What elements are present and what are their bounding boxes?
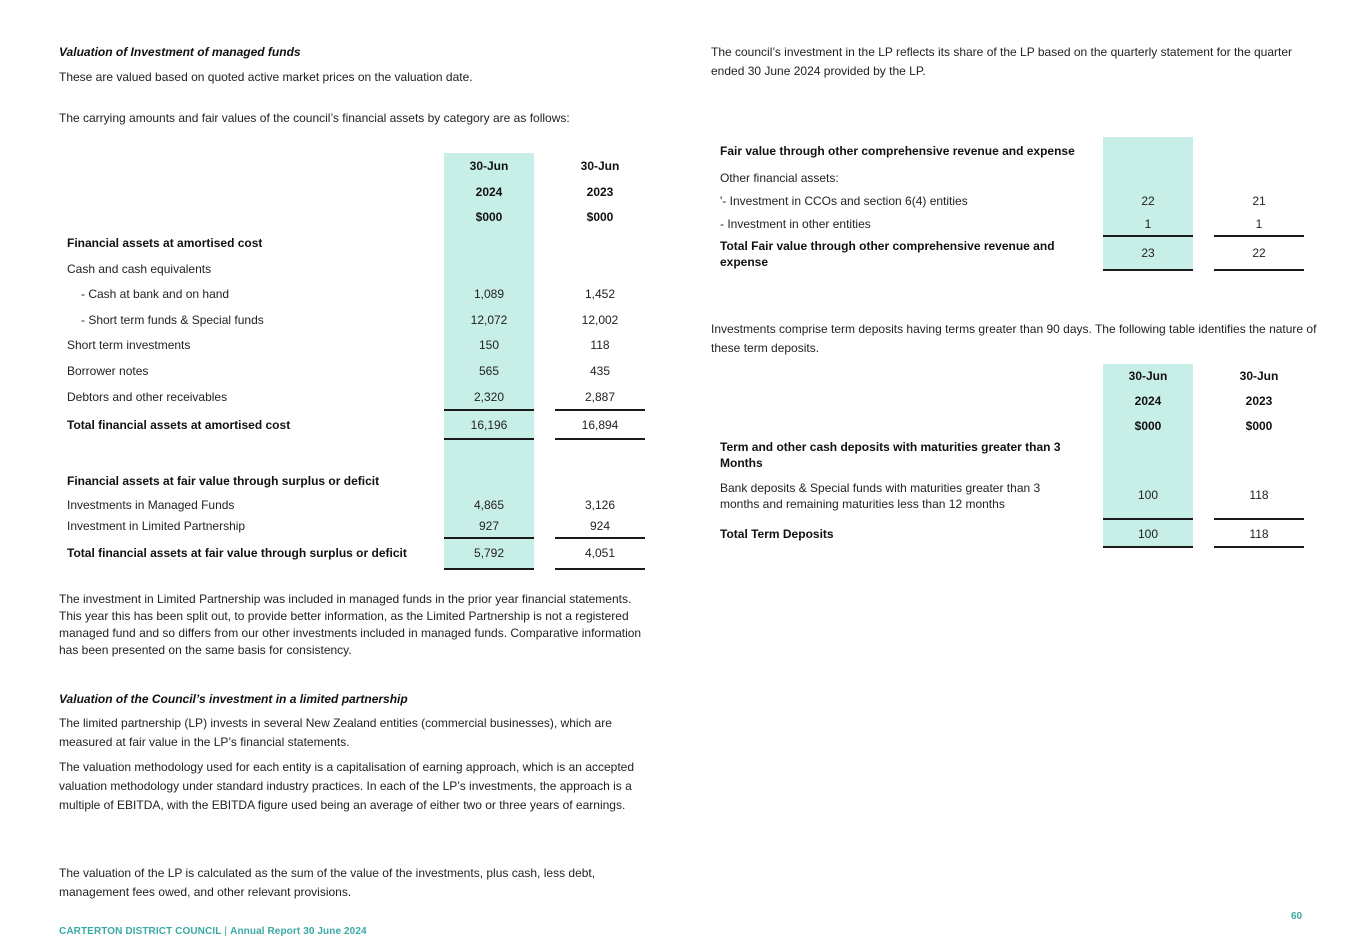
total-row-label: Total Fair value through other comprehen… <box>720 239 1055 269</box>
header-2023-year: 2023 <box>586 185 614 199</box>
subtotal-rule <box>1103 518 1193 520</box>
paragraph-lp-valuation-calc: The valuation of the LP is calculated as… <box>59 866 596 899</box>
header-2024-date: 30-Jun <box>1128 369 1168 383</box>
total-row-label: Total financial assets at fair value thr… <box>67 546 407 560</box>
header-2024-unit: $000 <box>1134 419 1162 433</box>
paragraph-carrying-amounts: The carrying amounts and fair values of … <box>59 111 570 125</box>
table-cell-2023: 21 <box>1252 194 1266 208</box>
total-cell-2024: 16,196 <box>470 418 508 432</box>
section-title-fvoci: Fair value through other comprehensive r… <box>720 144 1075 158</box>
total-rule <box>1214 269 1304 271</box>
table-cell-2024: 1,089 <box>473 287 505 301</box>
paragraph-term-deposits: Investments comprise term deposits havin… <box>711 322 1317 355</box>
section-title-fair-value-surplus: Financial assets at fair value through s… <box>67 474 380 488</box>
header-2024-unit: $000 <box>475 210 503 224</box>
total-cell-2024: 100 <box>1137 527 1159 541</box>
section-title-term-deposits: Term and other cash deposits with maturi… <box>720 440 1061 470</box>
table-cell-2023: 435 <box>589 364 611 378</box>
table-cell-2024: 2,320 <box>473 390 505 404</box>
table-cell-2024: 22 <box>1141 194 1155 208</box>
table-cell-2023: 3,126 <box>584 498 616 512</box>
header-2023-date: 30-Jun <box>1239 369 1279 383</box>
subtotal-rule <box>555 409 645 411</box>
paragraph-limited-partnership-split: The investment in Limited Partnership wa… <box>59 592 642 657</box>
table-row-label: Investment in Limited Partnership <box>67 519 246 533</box>
total-cell-2024: 23 <box>1141 246 1155 260</box>
table-cell-2023: 1,452 <box>584 287 616 301</box>
total-rule <box>444 438 534 440</box>
table-row-label: Cash and cash equivalents <box>67 262 212 276</box>
table-cell-2024: 12,072 <box>470 313 508 327</box>
header-2024-year: 2024 <box>475 185 503 199</box>
header-2024-date: 30-Jun <box>469 159 509 173</box>
table-cell-2024: 565 <box>478 364 500 378</box>
section-heading-managed-funds: Valuation of Investment of managed funds <box>59 45 301 59</box>
subtitle-other-financial-assets: Other financial assets: <box>720 171 839 185</box>
subtotal-rule <box>444 537 534 539</box>
footer-org-name: CARTERTON DISTRICT COUNCIL <box>59 926 222 937</box>
table-row-label: Borrower notes <box>67 364 149 378</box>
total-rule <box>555 568 645 570</box>
total-cell-2023: 22 <box>1252 246 1266 260</box>
header-2023-year: 2023 <box>1245 394 1273 408</box>
table-row-label: '- Investment in CCOs and section 6(4) e… <box>720 194 968 208</box>
table-row-label: - Cash at bank and on hand <box>81 287 230 301</box>
total-rule <box>1103 546 1193 548</box>
table-row-label: Short term investments <box>67 338 191 352</box>
section-heading-limited-partnership: Valuation of the Council’s investment in… <box>59 692 408 706</box>
header-2023-unit: $000 <box>586 210 614 224</box>
table-cell-2024: 1 <box>1144 217 1152 231</box>
subtotal-rule <box>555 537 645 539</box>
table-row-label: - Short term funds & Special funds <box>81 313 264 327</box>
page-number: 60 <box>1291 911 1303 922</box>
column-2024-shading <box>1103 364 1193 547</box>
table-cell-2023: 12,002 <box>581 313 619 327</box>
column-2024-shading <box>1103 137 1193 271</box>
total-rule <box>1214 546 1304 548</box>
total-rule <box>1103 269 1193 271</box>
total-cell-2024: 5,792 <box>473 546 505 560</box>
paragraph-valuation-methodology: The valuation methodology used for each … <box>59 760 635 812</box>
total-cell-2023: 4,051 <box>584 546 616 560</box>
paragraph-valuation-basis: These are valued based on quoted active … <box>59 70 473 84</box>
total-row-label: Total Term Deposits <box>720 527 834 541</box>
table-row-label: Bank deposits & Special funds with matur… <box>720 481 1041 511</box>
table-cell-2024: 100 <box>1137 488 1159 502</box>
total-cell-2023: 16,894 <box>581 418 619 432</box>
page-footer: CARTERTON DISTRICT COUNCIL|Annual Report… <box>59 926 367 937</box>
total-cell-2023: 118 <box>1249 527 1269 541</box>
column-2024-shading <box>444 153 534 570</box>
table-cell-2024: 150 <box>478 338 500 352</box>
total-rule <box>555 438 645 440</box>
footer-separator: | <box>224 926 228 937</box>
footer-report-title: Annual Report 30 June 2024 <box>230 926 367 937</box>
table-row-label: Investments in Managed Funds <box>67 498 235 512</box>
subtotal-rule <box>444 409 534 411</box>
paragraph-lp-invests: The limited partnership (LP) invests in … <box>59 716 612 749</box>
table-cell-2023: 1 <box>1255 217 1263 231</box>
table-cell-2023: 118 <box>590 338 610 352</box>
section-title-amortised-cost: Financial assets at amortised cost <box>67 236 263 250</box>
header-2024-year: 2024 <box>1134 394 1162 408</box>
table-row-label: - Investment in other entities <box>720 217 871 231</box>
table-cell-2023: 118 <box>1249 488 1269 502</box>
total-rule <box>444 568 534 570</box>
table-cell-2023: 924 <box>589 519 611 533</box>
table-cell-2023: 2,887 <box>584 390 616 404</box>
table-cell-2024: 4,865 <box>473 498 505 512</box>
table-row-label: Debtors and other receivables <box>67 390 228 404</box>
table-cell-2024: 927 <box>478 519 500 533</box>
subtotal-rule <box>1103 235 1193 237</box>
paragraph-lp-share: The council’s investment in the LP refle… <box>711 45 1292 78</box>
subtotal-rule <box>1214 235 1304 237</box>
subtotal-rule <box>1214 518 1304 520</box>
header-2023-date: 30-Jun <box>580 159 620 173</box>
header-2023-unit: $000 <box>1245 419 1273 433</box>
total-row-label: Total financial assets at amortised cost <box>67 418 291 432</box>
